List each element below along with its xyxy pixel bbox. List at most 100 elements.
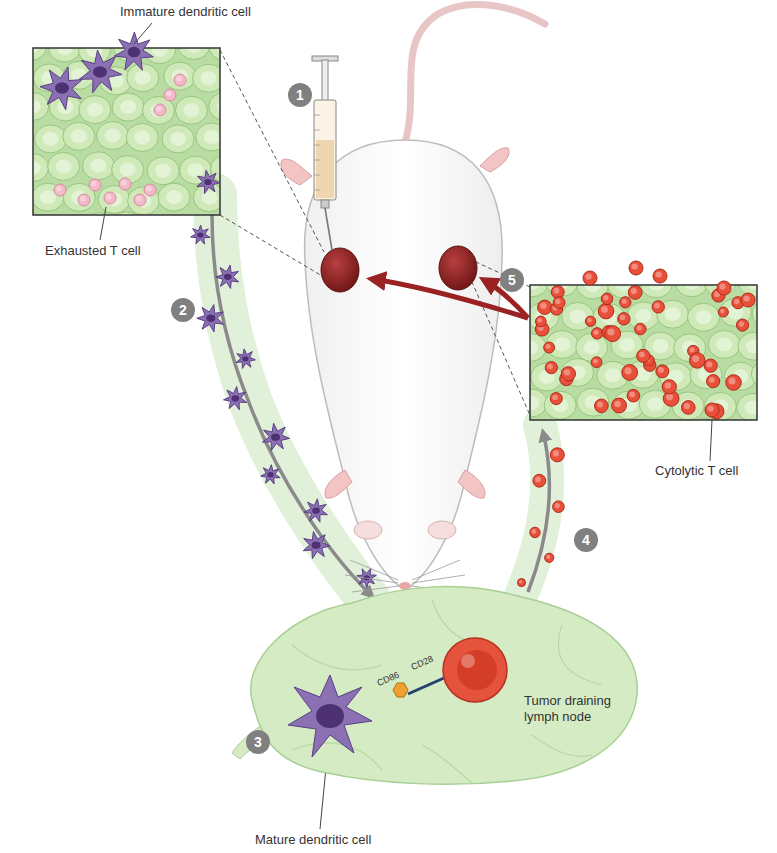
tissue-cell <box>577 388 609 416</box>
tissue-cell <box>544 391 576 419</box>
t-cell-highlight <box>707 405 713 411</box>
art-path <box>314 160 320 161</box>
t-cell <box>538 300 552 314</box>
t-cell-highlight <box>166 91 171 96</box>
tissue-cell <box>63 122 95 150</box>
t-cell-highlight <box>709 377 715 383</box>
t-cell <box>553 297 565 309</box>
tissue-cell-core <box>155 164 171 178</box>
tissue-cell-core <box>695 310 711 324</box>
cell-label: Cytolytic T cell <box>655 463 738 479</box>
tissue-cell <box>49 48 81 62</box>
art-path <box>314 145 320 146</box>
t-cell-highlight <box>593 359 598 364</box>
tissue-cell-core <box>635 309 651 323</box>
dendritic-cell <box>224 387 247 410</box>
nucleus <box>267 472 273 477</box>
tissue-cell-core <box>33 161 41 175</box>
t-cell <box>545 362 557 374</box>
callout-number: 1 <box>288 83 312 107</box>
tissue-cell-core <box>530 340 538 354</box>
t-cell <box>535 316 546 327</box>
art-rect <box>316 140 334 198</box>
art-path <box>528 432 549 592</box>
art-path <box>314 130 320 131</box>
art-path <box>220 50 324 252</box>
t-cell <box>530 527 540 537</box>
t-cell-highlight <box>658 367 664 373</box>
t-cell-highlight <box>603 295 608 300</box>
t-cell <box>533 474 546 487</box>
t-cell-highlight <box>734 299 739 304</box>
t-cell-highlight <box>631 288 637 294</box>
tissue-cell-core <box>647 397 663 411</box>
dendritic-cell <box>304 499 327 522</box>
nucleus <box>206 315 215 322</box>
t-cell-highlight <box>547 364 553 370</box>
tissue-cell-core <box>57 48 73 55</box>
t-cell-highlight <box>552 395 557 400</box>
t-cell-highlight <box>146 186 151 191</box>
t-cell-highlight <box>564 369 570 375</box>
callout-number: 5 <box>500 268 524 292</box>
t-cell-highlight <box>720 309 725 314</box>
t-cell-highlight <box>637 325 642 330</box>
dendritic-cell <box>40 67 82 110</box>
art-path <box>412 575 465 583</box>
tissue-cell-core <box>554 338 570 352</box>
t-cell <box>78 194 90 206</box>
t-cell <box>119 178 131 190</box>
tissue-cell-core <box>619 338 635 352</box>
tissue-cell <box>127 64 159 92</box>
node-label: Tumor draining lymph node <box>524 693 624 725</box>
t-cell-highlight <box>706 361 712 367</box>
art-circle <box>443 638 507 702</box>
art-g <box>583 261 755 417</box>
t-cell <box>662 380 676 394</box>
tissue-cell-core <box>40 190 56 204</box>
art-rect <box>530 285 757 420</box>
nucleus <box>232 395 240 401</box>
tissue-cell-core <box>120 163 136 177</box>
t-cell <box>561 367 575 381</box>
t-cell <box>595 399 609 413</box>
tissue-cell-core <box>150 104 166 118</box>
tissue-cell <box>79 96 111 124</box>
tissue-cell <box>708 330 740 358</box>
tissue-cell-core <box>201 71 217 85</box>
t-cell <box>517 579 525 587</box>
t-cell-highlight <box>690 347 695 352</box>
t-cell <box>154 104 166 116</box>
t-cell <box>726 375 742 391</box>
tissue-cell-core <box>120 100 136 114</box>
tissue-cell <box>209 48 220 60</box>
t-cell <box>656 365 669 378</box>
tissue-cell-core <box>665 307 681 321</box>
t-cell-highlight <box>555 503 560 508</box>
art-g <box>292 600 602 783</box>
tissue-cell <box>33 92 49 120</box>
art-path <box>288 675 372 757</box>
tissue-cell-core <box>56 159 72 173</box>
nucleus <box>55 82 69 93</box>
art-ellipse <box>439 246 477 290</box>
t-cell-highlight <box>106 194 111 199</box>
art-svg <box>232 575 652 790</box>
t-cell-highlight <box>654 303 660 309</box>
tissue-cell-core <box>584 340 600 354</box>
dendritic-cell <box>236 349 255 369</box>
tissue-cell-core <box>648 285 664 291</box>
t-cell <box>164 89 176 101</box>
tissue-cell-core <box>585 285 601 292</box>
t-cell <box>705 403 719 417</box>
art-rect <box>314 100 336 200</box>
t-cell-highlight <box>537 318 542 323</box>
tissue-cell-core <box>87 103 103 117</box>
t-cell <box>601 293 613 305</box>
art-path <box>281 159 312 185</box>
t-cell-highlight <box>553 450 559 456</box>
t-cell <box>550 393 562 405</box>
cell-label: Immature dendritic cell <box>120 4 251 20</box>
tissue-cell <box>164 62 196 90</box>
t-cell <box>681 401 695 415</box>
